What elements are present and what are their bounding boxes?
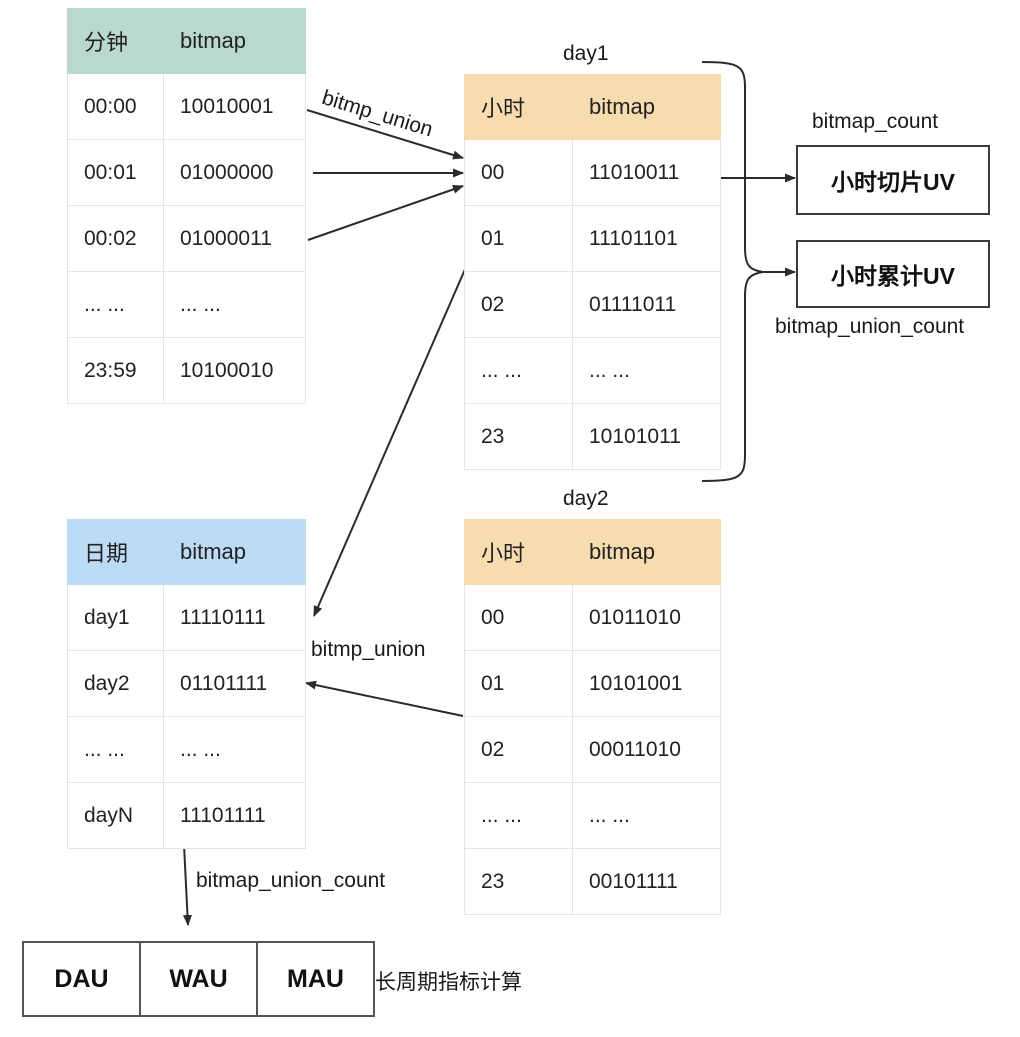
arrow-minute-02-to-day1 xyxy=(307,185,464,241)
table-row: ... ... ... ... xyxy=(67,716,306,783)
table-row: 23 10101011 xyxy=(464,403,721,470)
cell-bitmap: 00101111 xyxy=(572,848,721,915)
table-header-row: 小时 bitmap xyxy=(464,74,721,140)
column-header-bitmap: bitmap xyxy=(572,74,721,140)
cell-hour: 00 xyxy=(464,139,573,206)
table-row: 01 11101101 xyxy=(464,205,721,272)
bitmap-union-count-right-label: bitmap_union_count xyxy=(775,315,965,338)
cell-hour: ... ... xyxy=(464,782,573,849)
column-header-bitmap: bitmap xyxy=(572,519,721,585)
cell-hour: 23 xyxy=(464,403,573,470)
day2-caption: day2 xyxy=(563,487,609,510)
cell-bitmap: 11101101 xyxy=(572,205,721,272)
cell-hour: ... ... xyxy=(464,337,573,404)
table-row: 00:02 01000011 xyxy=(67,205,306,272)
bitmp-union-top-label: bitmp_union xyxy=(319,86,436,142)
arrow-day1-to-date-table xyxy=(313,266,467,617)
column-header-hour: 小时 xyxy=(464,519,573,585)
table-row: 01 10101001 xyxy=(464,650,721,717)
table-row: 00 01011010 xyxy=(464,584,721,651)
table-row: day2 01101111 xyxy=(67,650,306,717)
cell-bitmap: 01101111 xyxy=(163,650,306,717)
table-row: ... ... ... ... xyxy=(464,337,721,404)
table-row: ... ... ... ... xyxy=(464,782,721,849)
table-row: day1 11110111 xyxy=(67,584,306,651)
day1-caption: day1 xyxy=(563,42,609,65)
long-cycle-metric-label: 长周期指标计算 xyxy=(375,971,522,994)
day1-hour-bitmap-table: 小时 bitmap 00 11010011 01 11101101 02 011… xyxy=(464,74,721,470)
cell-bitmap: ... ... xyxy=(572,782,721,849)
bitmap-union-count-bottom-label: bitmap_union_count xyxy=(196,869,386,892)
metric-wau: WAU xyxy=(141,943,258,1015)
minute-bitmap-table: 分钟 bitmap 00:00 10010001 00:01 01000000 … xyxy=(67,8,306,404)
table-header-row: 日期 bitmap xyxy=(67,519,306,585)
cell-bitmap: 10101011 xyxy=(572,403,721,470)
cell-bitmap: 10101001 xyxy=(572,650,721,717)
column-header-bitmap: bitmap xyxy=(163,519,306,585)
metric-mau: MAU xyxy=(287,964,344,993)
cell-bitmap: 10010001 xyxy=(163,73,306,140)
hour-cumulative-uv-box: 小时累计UV xyxy=(796,240,990,308)
long-cycle-metrics-strip: DAU WAU MAU xyxy=(22,941,375,1017)
table-row: 02 00011010 xyxy=(464,716,721,783)
cell-bitmap: 01000011 xyxy=(163,205,306,272)
table-header-row: 小时 bitmap xyxy=(464,519,721,585)
cell-bitmap: 11010011 xyxy=(572,139,721,206)
bitmap-count-label: bitmap_count xyxy=(812,110,939,133)
table-row: 00 11010011 xyxy=(464,139,721,206)
cell-date: day1 xyxy=(67,584,164,651)
table-row: 23 00101111 xyxy=(464,848,721,915)
cell-minute: ... ... xyxy=(67,271,164,338)
column-header-minute: 分钟 xyxy=(67,8,164,74)
cell-hour: 23 xyxy=(464,848,573,915)
cell-minute: 23:59 xyxy=(67,337,164,404)
cell-bitmap: 01111011 xyxy=(572,271,721,338)
cell-bitmap: 10100010 xyxy=(163,337,306,404)
cell-date: ... ... xyxy=(67,716,164,783)
table-row: 00:00 10010001 xyxy=(67,73,306,140)
cell-date: dayN xyxy=(67,782,164,849)
bitmp-union-bottom-label: bitmp_union xyxy=(311,638,426,661)
cell-hour: 00 xyxy=(464,584,573,651)
table-row: 02 01111011 xyxy=(464,271,721,338)
arrow-day2-to-date-table xyxy=(305,680,464,717)
column-header-date: 日期 xyxy=(67,519,164,585)
metric-dau: DAU xyxy=(24,943,141,1015)
column-header-bitmap: bitmap xyxy=(163,8,306,74)
cell-bitmap: 01000000 xyxy=(163,139,306,206)
table-row: dayN 11101111 xyxy=(67,782,306,849)
cell-bitmap: ... ... xyxy=(163,271,306,338)
cell-bitmap: 11110111 xyxy=(163,584,306,651)
cell-hour: 02 xyxy=(464,716,573,783)
cell-hour: 01 xyxy=(464,205,573,272)
cell-bitmap: ... ... xyxy=(163,716,306,783)
cell-bitmap: 01011010 xyxy=(572,584,721,651)
table-row: 23:59 10100010 xyxy=(67,337,306,404)
table-row: ... ... ... ... xyxy=(67,271,306,338)
cell-hour: 01 xyxy=(464,650,573,717)
table-header-row: 分钟 bitmap xyxy=(67,8,306,74)
cell-minute: 00:01 xyxy=(67,139,164,206)
cell-date: day2 xyxy=(67,650,164,717)
date-bitmap-table: 日期 bitmap day1 11110111 day2 01101111 ..… xyxy=(67,519,306,849)
hour-slice-uv-box: 小时切片UV xyxy=(796,145,990,215)
cell-bitmap: 00011010 xyxy=(572,716,721,783)
cell-bitmap: ... ... xyxy=(572,337,721,404)
day2-hour-bitmap-table: 小时 bitmap 00 01011010 01 10101001 02 000… xyxy=(464,519,721,915)
cell-bitmap: 11101111 xyxy=(163,782,306,849)
column-header-hour: 小时 xyxy=(464,74,573,140)
cell-hour: 02 xyxy=(464,271,573,338)
cell-minute: 00:00 xyxy=(67,73,164,140)
arrow-date-table-to-metrics xyxy=(183,844,192,926)
cell-minute: 00:02 xyxy=(67,205,164,272)
table-row: 00:01 01000000 xyxy=(67,139,306,206)
